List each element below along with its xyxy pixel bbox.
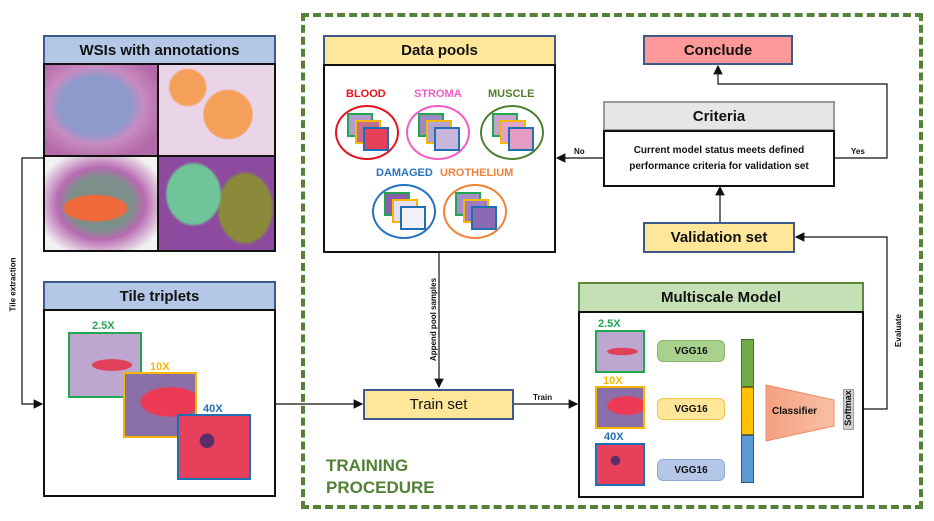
edge-evaluate bbox=[794, 232, 888, 410]
wsi-image-blood bbox=[159, 65, 274, 157]
tile-40x bbox=[177, 414, 251, 480]
edge-yes bbox=[713, 64, 888, 159]
feature-segment-40x bbox=[741, 435, 754, 483]
pool-blood bbox=[335, 105, 399, 160]
model-scale-label-40x: 40X bbox=[604, 431, 624, 443]
wsi-image-damaged bbox=[45, 157, 159, 250]
conclude-node: Conclude bbox=[643, 35, 793, 65]
wsi-image-stroma bbox=[45, 65, 159, 157]
conclude-label: Conclude bbox=[683, 41, 753, 59]
pool-urothelium bbox=[443, 184, 507, 239]
tile-panel-header: Tile triplets bbox=[43, 281, 276, 311]
train-label: Train bbox=[533, 393, 553, 402]
pool-label-blood: BLOOD bbox=[346, 88, 386, 100]
criteria-panel: Current model status meets defined perfo… bbox=[603, 130, 835, 187]
classifier-label: Classifier bbox=[772, 406, 818, 417]
model-scale-label-10x: 10X bbox=[603, 375, 623, 387]
wsi-panel-title: WSIs with annotations bbox=[79, 41, 240, 59]
training-procedure-line2: PROCEDURE bbox=[326, 478, 435, 497]
training-procedure-region bbox=[301, 13, 923, 509]
model-tile-10x bbox=[595, 386, 645, 429]
vgg16-10x: VGG16 bbox=[657, 398, 725, 420]
validation-set-label: Validation set bbox=[670, 229, 768, 246]
no-label: No bbox=[574, 147, 585, 156]
model-tile-2.5x bbox=[595, 330, 645, 373]
feature-segment-2.5x bbox=[741, 339, 754, 387]
tile-scale-label-40x: 40X bbox=[203, 403, 223, 415]
pool-label-damaged: DAMAGED bbox=[376, 167, 433, 179]
yes-label: Yes bbox=[851, 147, 865, 156]
data-pools-title: Data pools bbox=[401, 42, 478, 59]
train-set-node: Train set bbox=[363, 389, 514, 420]
vgg16-40x: VGG16 bbox=[657, 459, 725, 481]
pool-stroma bbox=[406, 105, 470, 160]
tile-extraction-label: Tile extraction bbox=[8, 257, 18, 312]
criteria-header: Criteria bbox=[603, 101, 835, 131]
tile-scale-label-2.5x: 2.5X bbox=[92, 320, 115, 332]
criteria-title: Criteria bbox=[692, 107, 746, 125]
pool-label-urothelium: UROTHELIUM bbox=[440, 167, 514, 179]
vgg16-2.5x: VGG16 bbox=[657, 340, 725, 362]
softmax-block bbox=[843, 389, 854, 430]
model-scale-label-2.5x: 2.5X bbox=[598, 318, 621, 330]
data-pools-header: Data pools bbox=[323, 35, 556, 66]
model-header: Multiscale Model bbox=[578, 282, 864, 313]
tile-scale-label-10x: 10X bbox=[150, 361, 170, 373]
feature-segment-10x bbox=[741, 387, 754, 435]
evaluate-label: Evaluate bbox=[893, 314, 903, 347]
training-procedure-line1: TRAINING bbox=[326, 456, 409, 475]
pool-muscle bbox=[480, 105, 544, 160]
pool-damaged bbox=[372, 184, 436, 239]
validation-set-node: Validation set bbox=[643, 222, 795, 253]
edge-tile-extraction bbox=[21, 157, 44, 409]
wsi-image-urothelium bbox=[159, 157, 274, 250]
criteria-text-line2: performance criteria for validation set bbox=[629, 160, 809, 172]
model-tile-40x bbox=[595, 443, 645, 486]
pool-label-muscle: MUSCLE bbox=[488, 88, 535, 100]
criteria-text-line1: Current model status meets defined bbox=[633, 144, 805, 156]
append-pool-label: Append pool samples bbox=[429, 277, 439, 362]
pool-label-stroma: STROMA bbox=[414, 88, 462, 100]
wsi-panel bbox=[43, 63, 276, 252]
training-procedure-label: TRAINING PROCEDURE bbox=[326, 455, 435, 499]
tile-panel-title: Tile triplets bbox=[119, 287, 200, 305]
wsi-panel-header: WSIs with annotations bbox=[43, 35, 276, 65]
softmax-label: Softmax bbox=[842, 390, 853, 426]
classifier-shape bbox=[765, 384, 835, 442]
model-title: Multiscale Model bbox=[660, 289, 782, 306]
train-set-label: Train set bbox=[409, 396, 468, 413]
